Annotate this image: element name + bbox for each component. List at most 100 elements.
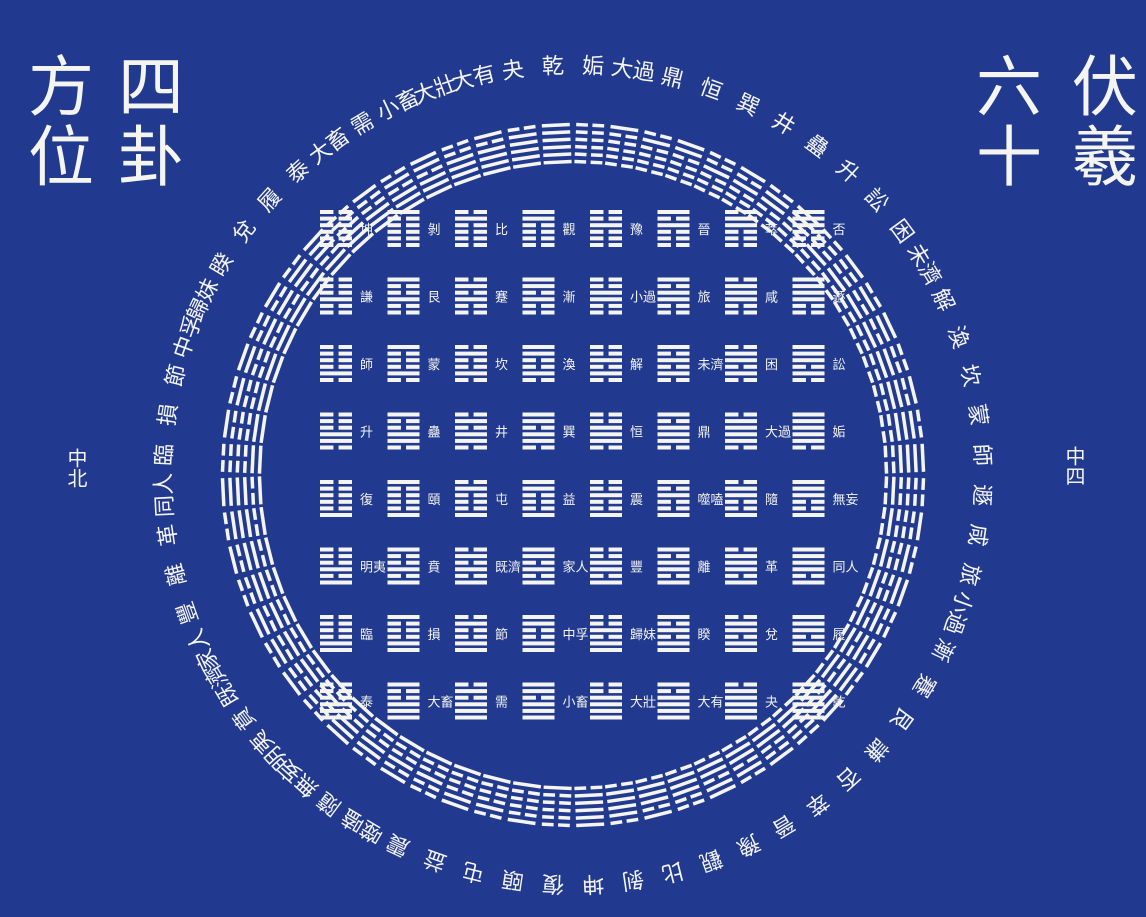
grid-cell-label: 屯 xyxy=(495,493,508,508)
ring-hexagram xyxy=(281,254,332,301)
grid-cell: 升 xyxy=(320,412,373,450)
grid-cell: 賁 xyxy=(387,547,441,585)
grid-cell: 解 xyxy=(590,345,643,382)
ring-hexagram xyxy=(871,375,918,413)
grid-cell-label: 旅 xyxy=(698,291,711,306)
grid-cell-label: 隨 xyxy=(765,493,778,508)
grid-cell-label: 晉 xyxy=(698,223,711,238)
grid-cell-label: 同人 xyxy=(833,561,859,576)
grid-cell: 師 xyxy=(320,345,373,382)
grid-cell-label: 謙 xyxy=(360,291,373,306)
grid-cell-label: 兌 xyxy=(765,628,778,643)
grid-cell: 剝 xyxy=(387,210,441,247)
grid-cell: 兌 xyxy=(725,615,778,652)
ring-hexagram-label: 遯 xyxy=(968,483,994,506)
grid-cell-label: 解 xyxy=(630,358,643,373)
ring-hexagram xyxy=(861,566,910,607)
ring-hexagram xyxy=(541,785,572,828)
grid-cell-label: 夬 xyxy=(765,696,778,711)
grid-cell-label: 觀 xyxy=(563,223,576,238)
ring-hexagram-label: 旅 xyxy=(954,561,984,588)
grid-cell-label: 復 xyxy=(360,492,373,508)
grid-cell: 復 xyxy=(320,480,373,517)
grid-cell: 蹇 xyxy=(455,277,508,315)
ring-hexagram-label: 巽 xyxy=(732,90,763,122)
grid-cell-label: 艮 xyxy=(428,291,441,306)
ring-hexagram xyxy=(883,443,926,474)
ring-hexagram xyxy=(236,566,285,607)
grid-cell: 比 xyxy=(455,210,508,247)
grid-cell-label: 家人 xyxy=(563,560,589,576)
grid-cell-label: 歸妹 xyxy=(630,628,656,643)
grid-cell-label: 漸 xyxy=(563,291,576,306)
ring-hexagram xyxy=(635,773,673,820)
grid-cell-label: 大過 xyxy=(765,426,791,441)
ring-hexagram-label: 乾 xyxy=(541,54,564,80)
grid-cell: 履 xyxy=(792,615,846,652)
ring-hexagram-label: 漸 xyxy=(926,634,958,665)
grid-cell: 同人 xyxy=(792,547,859,585)
ring-hexagram xyxy=(473,773,511,820)
ring-hexagram-label: 損 xyxy=(155,402,183,427)
grid-cell: 咸 xyxy=(725,277,778,315)
ring-hexagram-label: 萃 xyxy=(800,787,833,820)
grid-cell-label: 損 xyxy=(428,628,441,643)
ring-hexagram xyxy=(771,696,820,746)
grid-cell: 離 xyxy=(657,547,711,585)
ring-hexagram xyxy=(604,124,639,169)
ring-hexagram xyxy=(222,506,267,541)
grid-cell: 震 xyxy=(590,480,643,517)
ring-hexagram xyxy=(263,623,314,668)
ring-hexagram-label: 大過 xyxy=(609,55,656,86)
ring-hexagram-label: 渙 xyxy=(942,323,973,352)
ring-hexagram-label: 睽 xyxy=(206,249,239,281)
ring-hexagram-label: 家人 xyxy=(183,624,224,674)
ring-hexagram xyxy=(281,649,332,696)
grid-cell: 需 xyxy=(455,682,508,720)
ring-hexagram-label: 噬嗑 xyxy=(338,803,389,847)
grid-cell-label: 噬嗑 xyxy=(698,493,724,508)
ring-hexagram xyxy=(848,595,898,639)
grid-cell: 小過 xyxy=(590,277,656,315)
ring-hexagram-label: 比 xyxy=(659,856,686,886)
grid-cell: 觀 xyxy=(522,210,576,247)
ring-hexagram xyxy=(832,282,883,327)
direction-label-east: 中四 xyxy=(1062,446,1086,486)
circle-ring: 姤大過鼎恒巽井蠱升訟困未濟解渙坎蒙師遯咸旅小過漸蹇艮謙否萃晉豫觀比剝坤復頤屯益震… xyxy=(151,54,994,896)
ring-hexagram-label: 豐 xyxy=(173,598,204,627)
ring-hexagram-label: 隨 xyxy=(313,787,346,820)
ring-hexagram xyxy=(409,750,453,800)
grid-cell-label: 需 xyxy=(495,696,508,711)
ring-hexagram xyxy=(721,165,766,216)
ring-hexagram-label: 師 xyxy=(968,443,994,466)
grid-cell-label: 鼎 xyxy=(698,426,711,441)
ring-hexagram-label: 豫 xyxy=(732,828,763,860)
title-column-3: 伏羲 xyxy=(1061,52,1138,192)
grid-cell-label: 咸 xyxy=(765,291,778,306)
ring-hexagram xyxy=(236,343,285,384)
ring-hexagram-label: 泰 xyxy=(282,156,315,189)
ring-hexagram-label: 姤 xyxy=(581,54,604,80)
grid-cell-label: 困 xyxy=(765,358,778,373)
ring-hexagram xyxy=(814,649,865,696)
ring-hexagram xyxy=(380,734,425,785)
ring-hexagram xyxy=(409,150,453,200)
ring-hexagram xyxy=(220,476,263,507)
grid-cell-label: 既濟 xyxy=(495,560,521,576)
ring-hexagram xyxy=(380,165,425,216)
grid-cell-label: 大壯 xyxy=(630,696,656,711)
ring-hexagram-label: 蠱 xyxy=(800,130,833,163)
grid-cell: 臨 xyxy=(320,615,373,652)
ring-hexagram xyxy=(693,150,737,200)
title-column-2: 方位 xyxy=(17,52,94,192)
ring-hexagram-label: 鼎 xyxy=(659,64,686,94)
grid-cell-label: 泰 xyxy=(360,696,373,711)
grid-cell: 乾 xyxy=(792,682,846,720)
ring-hexagram-label: 節 xyxy=(162,362,192,389)
ring-hexagram xyxy=(848,311,898,355)
ring-hexagram-label: 履 xyxy=(254,184,287,217)
ring-hexagram-label: 大有 xyxy=(449,61,498,96)
grid-cell-label: 大有 xyxy=(698,696,724,711)
grid-cell-label: 升 xyxy=(360,426,373,441)
grid-cell: 晉 xyxy=(657,210,711,247)
